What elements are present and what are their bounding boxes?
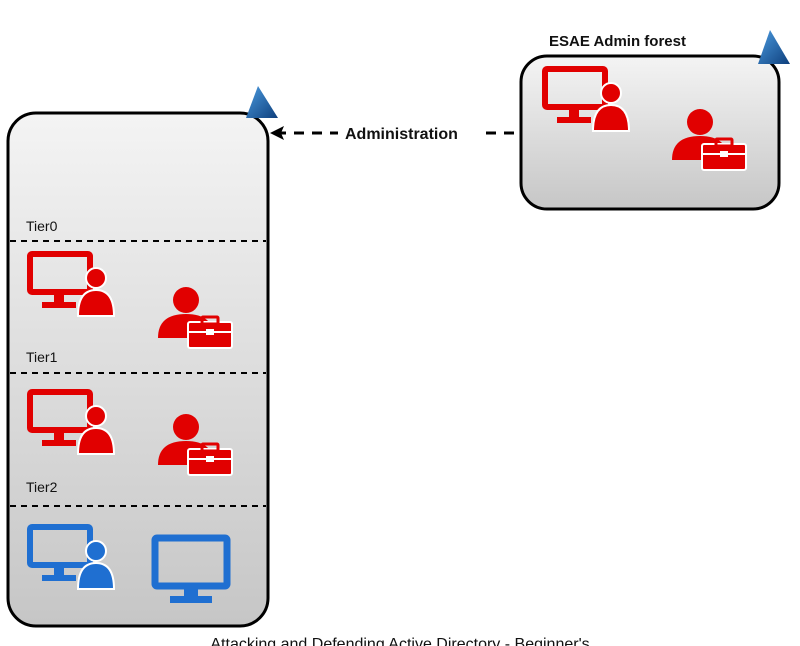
tier-label: Tier1 (26, 349, 58, 365)
esae-forest-box (519, 54, 781, 211)
connector-label: Administration (345, 126, 458, 143)
administration-connector: Administration (270, 126, 521, 143)
esae-forest-title: ESAE Admin forest (549, 33, 686, 50)
production-forest: Tier0 Tier1 Tier2 (6, 86, 278, 628)
tier-label: Tier0 (26, 218, 58, 234)
triangle-icon (246, 86, 278, 118)
tier-label: Tier2 (26, 479, 58, 495)
triangle-icon (758, 30, 790, 64)
esae-forest: ESAE Admin forest (519, 30, 790, 211)
page-caption: Attacking and Defending Active Directory… (210, 636, 590, 646)
